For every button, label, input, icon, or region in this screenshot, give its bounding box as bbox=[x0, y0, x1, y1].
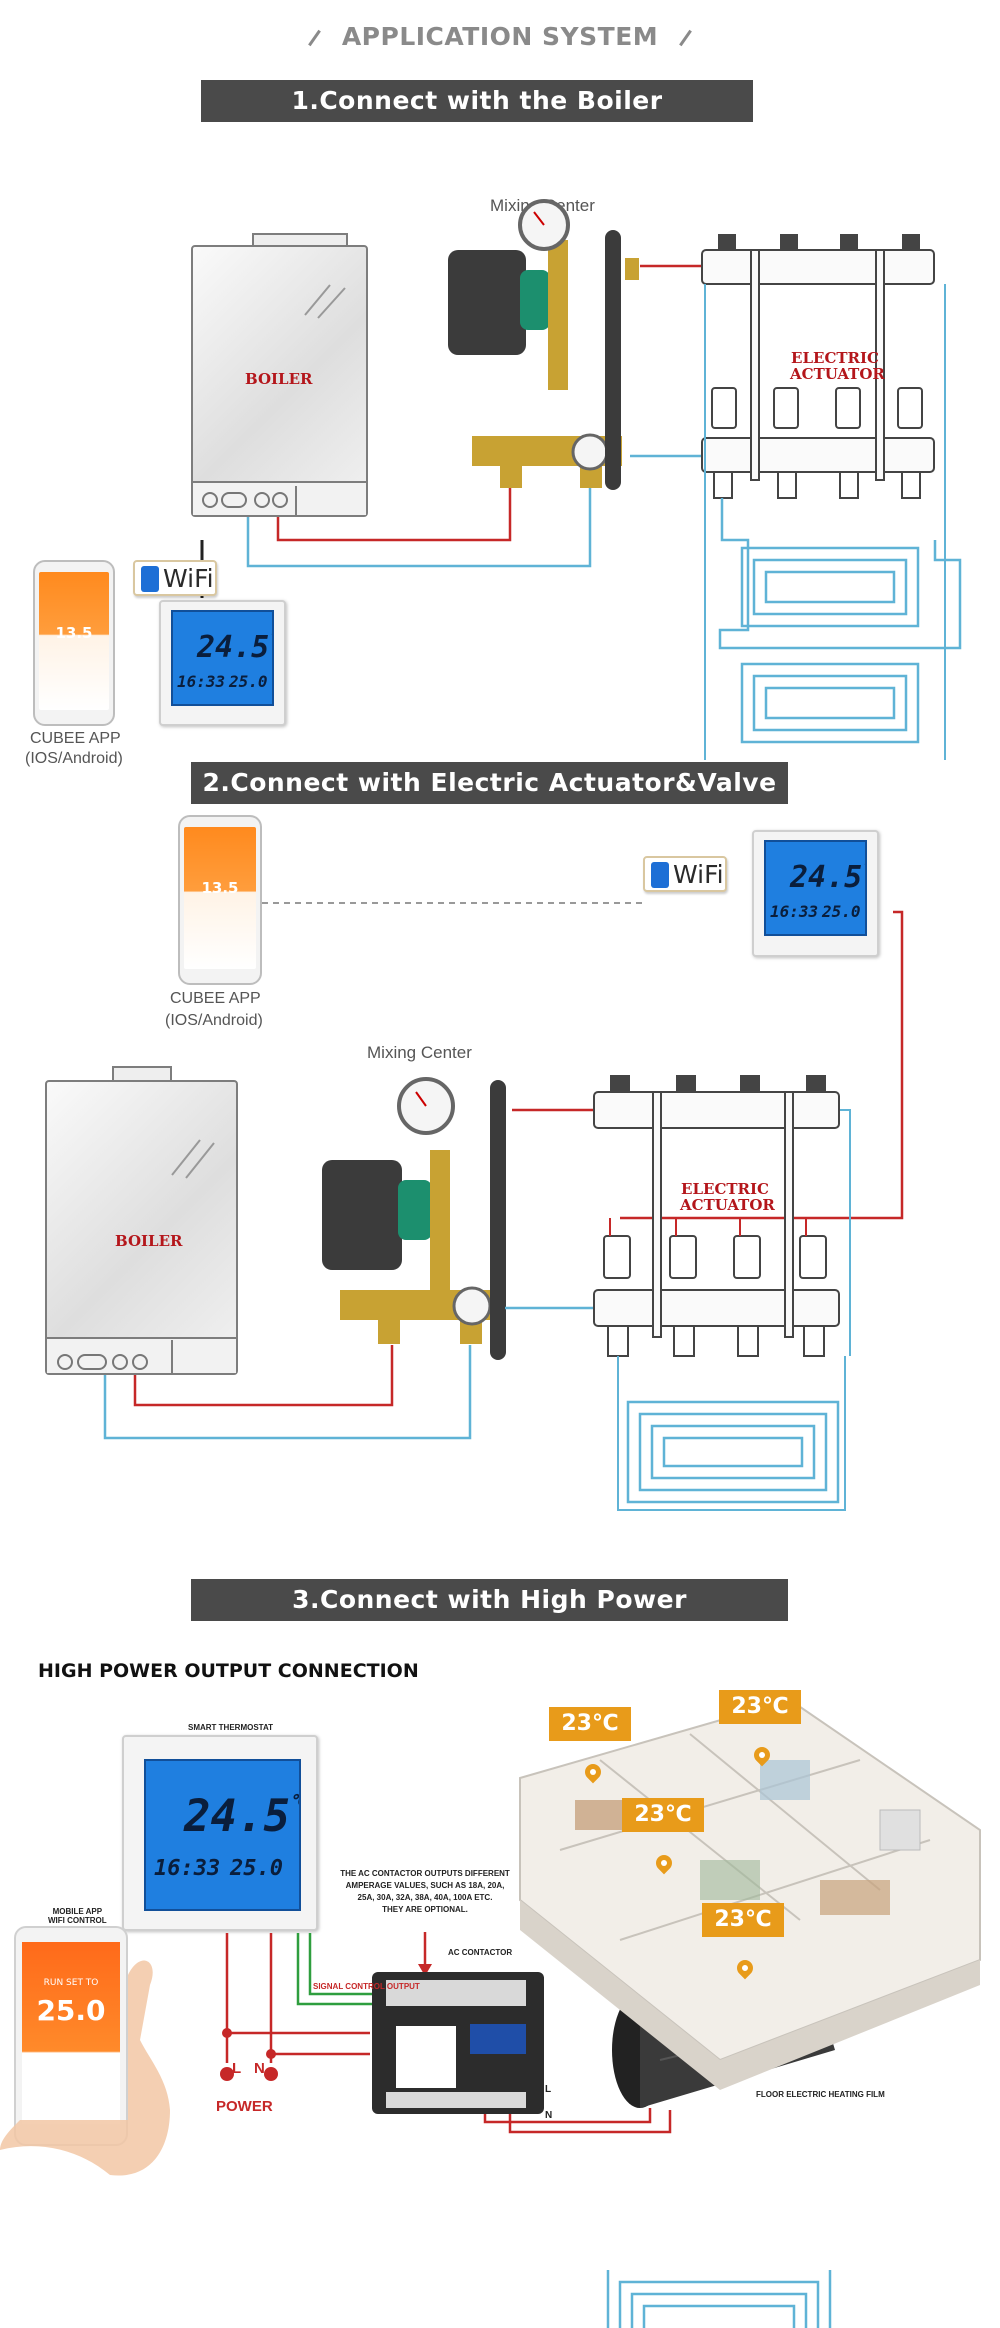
section3-film-label: FLOOR ELECTRIC HEATING FILM bbox=[756, 2090, 885, 2099]
section3-heading: HIGH POWER OUTPUT CONNECTION bbox=[38, 1660, 419, 1682]
section1-phone-temp: 13.5 bbox=[55, 624, 93, 642]
section3-phone-temp: 25.0 bbox=[36, 1994, 106, 2027]
room-temp-badge-4: 23℃ bbox=[702, 1903, 784, 1937]
section3-film-l: L bbox=[545, 2084, 552, 2095]
section3-thermostat-time: 16:33 bbox=[154, 1856, 221, 1881]
section1-app-name: CUBEE APP bbox=[30, 730, 121, 747]
section1-app-platform: (IOS/Android) bbox=[25, 750, 123, 767]
section2-actuator-label: ELECTRIC ACTUATOR bbox=[680, 1180, 775, 1214]
section3-thermostat-temp: 24.5℃ bbox=[184, 1791, 299, 1842]
room-temp-badge-1: 23℃ bbox=[549, 1707, 631, 1741]
section2-wifi-icon bbox=[651, 862, 669, 888]
section1-boiler-cap bbox=[252, 233, 348, 247]
section3-power-label: POWER bbox=[216, 2098, 273, 2115]
section3-thermostat-icon: 24.5℃ 16:33 25.0 bbox=[122, 1735, 318, 1931]
section1-thermostat-temp: 24.5℃ bbox=[197, 630, 272, 665]
section2-thermostat-icon: 24.5℃ 16:33 25.0 bbox=[752, 830, 879, 957]
section3-smart-thermostat-label: SMART THERMOSTAT bbox=[188, 1723, 274, 1732]
section2-thermostat-screen: 24.5℃ 16:33 25.0 bbox=[764, 840, 867, 936]
section1-phone-screen: 13.5 bbox=[39, 572, 109, 710]
section1-thermostat-set: 25.0 bbox=[229, 672, 268, 691]
section3-film-n: N bbox=[545, 2110, 553, 2121]
section2-thermostat-time: 16:33 bbox=[770, 902, 819, 921]
section1-wifi-badge: WiFi bbox=[133, 560, 217, 596]
section2-manifold-icon bbox=[593, 1075, 840, 1357]
section2-banner: 2.Connect with Electric Actuator&Valve bbox=[191, 762, 788, 804]
section2-app-platform: (IOS/Android) bbox=[165, 1012, 263, 1029]
section2-phone-icon: 13.5 bbox=[178, 815, 262, 985]
section1-actuator-label: ELECTRIC ACTUATOR bbox=[790, 349, 885, 383]
section1-thermostat-screen: 24.5℃ 16:33 25.0 bbox=[171, 610, 274, 706]
section2-boiler-label: BOILER bbox=[115, 1232, 183, 1250]
section3-signal-output-label: SIGNAL CONTROL OUTPUT bbox=[313, 1982, 420, 1991]
section3-phone-header: RUN SET TO bbox=[43, 1978, 99, 1988]
section3-terminal-n: N bbox=[254, 2060, 265, 2077]
section3-mobile-app-label: MOBILE APP WIFI CONTROL bbox=[48, 1907, 107, 1925]
section3-contactor-note: THE AC CONTACTOR OUTPUTS DIFFERENT AMPER… bbox=[340, 1869, 510, 1914]
section2-wifi-badge: WiFi bbox=[643, 856, 727, 892]
section2-thermostat-set: 25.0 bbox=[822, 902, 861, 921]
section2-boiler-cap bbox=[112, 1066, 172, 1082]
section3-contactor-icon bbox=[372, 1972, 544, 2114]
section1-thermostat-icon: 24.5℃ 16:33 25.0 bbox=[159, 600, 286, 726]
section1-pipe-diagram bbox=[200, 199, 962, 760]
room-temp-badge-3: 23℃ bbox=[622, 1798, 704, 1832]
section1-manifold-icon bbox=[701, 234, 935, 499]
page-title: APPLICATION SYSTEM bbox=[0, 22, 1000, 51]
room-temp-badge-2: 23℃ bbox=[719, 1690, 801, 1724]
section2-pump-icon bbox=[322, 1160, 402, 1270]
section1-thermostat-time: 16:33 bbox=[177, 672, 226, 691]
section1-phone-icon: 13.5 bbox=[33, 560, 115, 726]
section2-app-name: CUBEE APP bbox=[170, 990, 261, 1007]
section3-thermostat-screen: 24.5℃ 16:33 25.0 bbox=[144, 1759, 301, 1911]
section3-terminal-l: L bbox=[232, 2060, 242, 2077]
section3-phone-screen: RUN SET TO 25.0 bbox=[22, 1942, 120, 2124]
section2-phone-screen: 13.5 bbox=[184, 827, 256, 969]
section2-thermostat-temp: 24.5℃ bbox=[790, 860, 865, 895]
section1-boiler-label: BOILER bbox=[245, 370, 313, 388]
section3-thermostat-set: 25.0 bbox=[230, 1856, 283, 1881]
section2-phone-temp: 13.5 bbox=[201, 879, 239, 897]
section3-banner: 3.Connect with High Power bbox=[191, 1579, 788, 1621]
section2-pipe-diagram bbox=[57, 902, 904, 1511]
section3-ac-contactor-label: AC CONTACTOR bbox=[448, 1948, 513, 1957]
section1-pump-icon bbox=[448, 250, 526, 355]
section3-phone-icon: RUN SET TO 25.0 bbox=[14, 1926, 128, 2146]
section2-mixing-center-label: Mixing Center bbox=[367, 1043, 472, 1062]
section2-boiler-icon bbox=[45, 1080, 238, 1375]
section1-banner: 1.Connect with the Boiler bbox=[201, 80, 753, 122]
section1-wifi-icon bbox=[141, 566, 159, 592]
